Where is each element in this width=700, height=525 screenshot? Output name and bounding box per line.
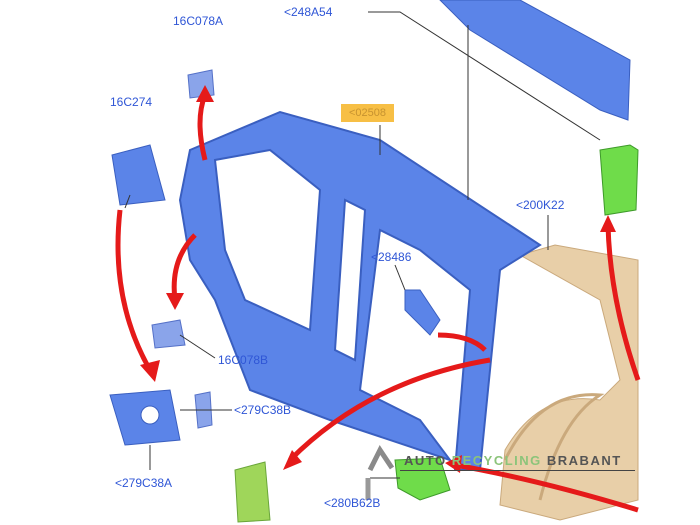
roof-rail bbox=[439, 0, 631, 121]
recycling-logo-icon bbox=[365, 445, 395, 500]
label-28486: <28486 bbox=[371, 250, 412, 264]
red-arrows bbox=[115, 94, 641, 513]
label-16c274: 16C274 bbox=[110, 95, 153, 109]
arrow-heads bbox=[140, 85, 616, 473]
label-16c078b: 16C078B bbox=[218, 353, 269, 367]
quarter-panel bbox=[499, 244, 639, 521]
label-200k22: <200K22 bbox=[516, 198, 565, 212]
label-280b62b: <280B62B bbox=[324, 496, 381, 510]
watermark-logo: AUTO RECYCLING BRABANT bbox=[404, 453, 622, 468]
bracket-16c274 bbox=[111, 144, 166, 206]
label-279c38a: <279C38A bbox=[115, 476, 173, 490]
green-part-right bbox=[599, 144, 639, 216]
watermark-underline bbox=[400, 470, 635, 471]
green-part-bottom bbox=[394, 457, 451, 501]
green-part-left bbox=[234, 461, 271, 523]
label-16c078a: 16C078A bbox=[173, 14, 224, 28]
bracket-28486 bbox=[404, 289, 441, 336]
label-248a54: <248A54 bbox=[284, 5, 333, 19]
side-frame bbox=[178, 110, 542, 471]
label-02508-highlighted: <02508 bbox=[341, 104, 395, 122]
leader-lines bbox=[124, 11, 601, 479]
label-279c38b: <279C38B bbox=[234, 403, 292, 417]
bracket-16c078b bbox=[151, 319, 186, 349]
